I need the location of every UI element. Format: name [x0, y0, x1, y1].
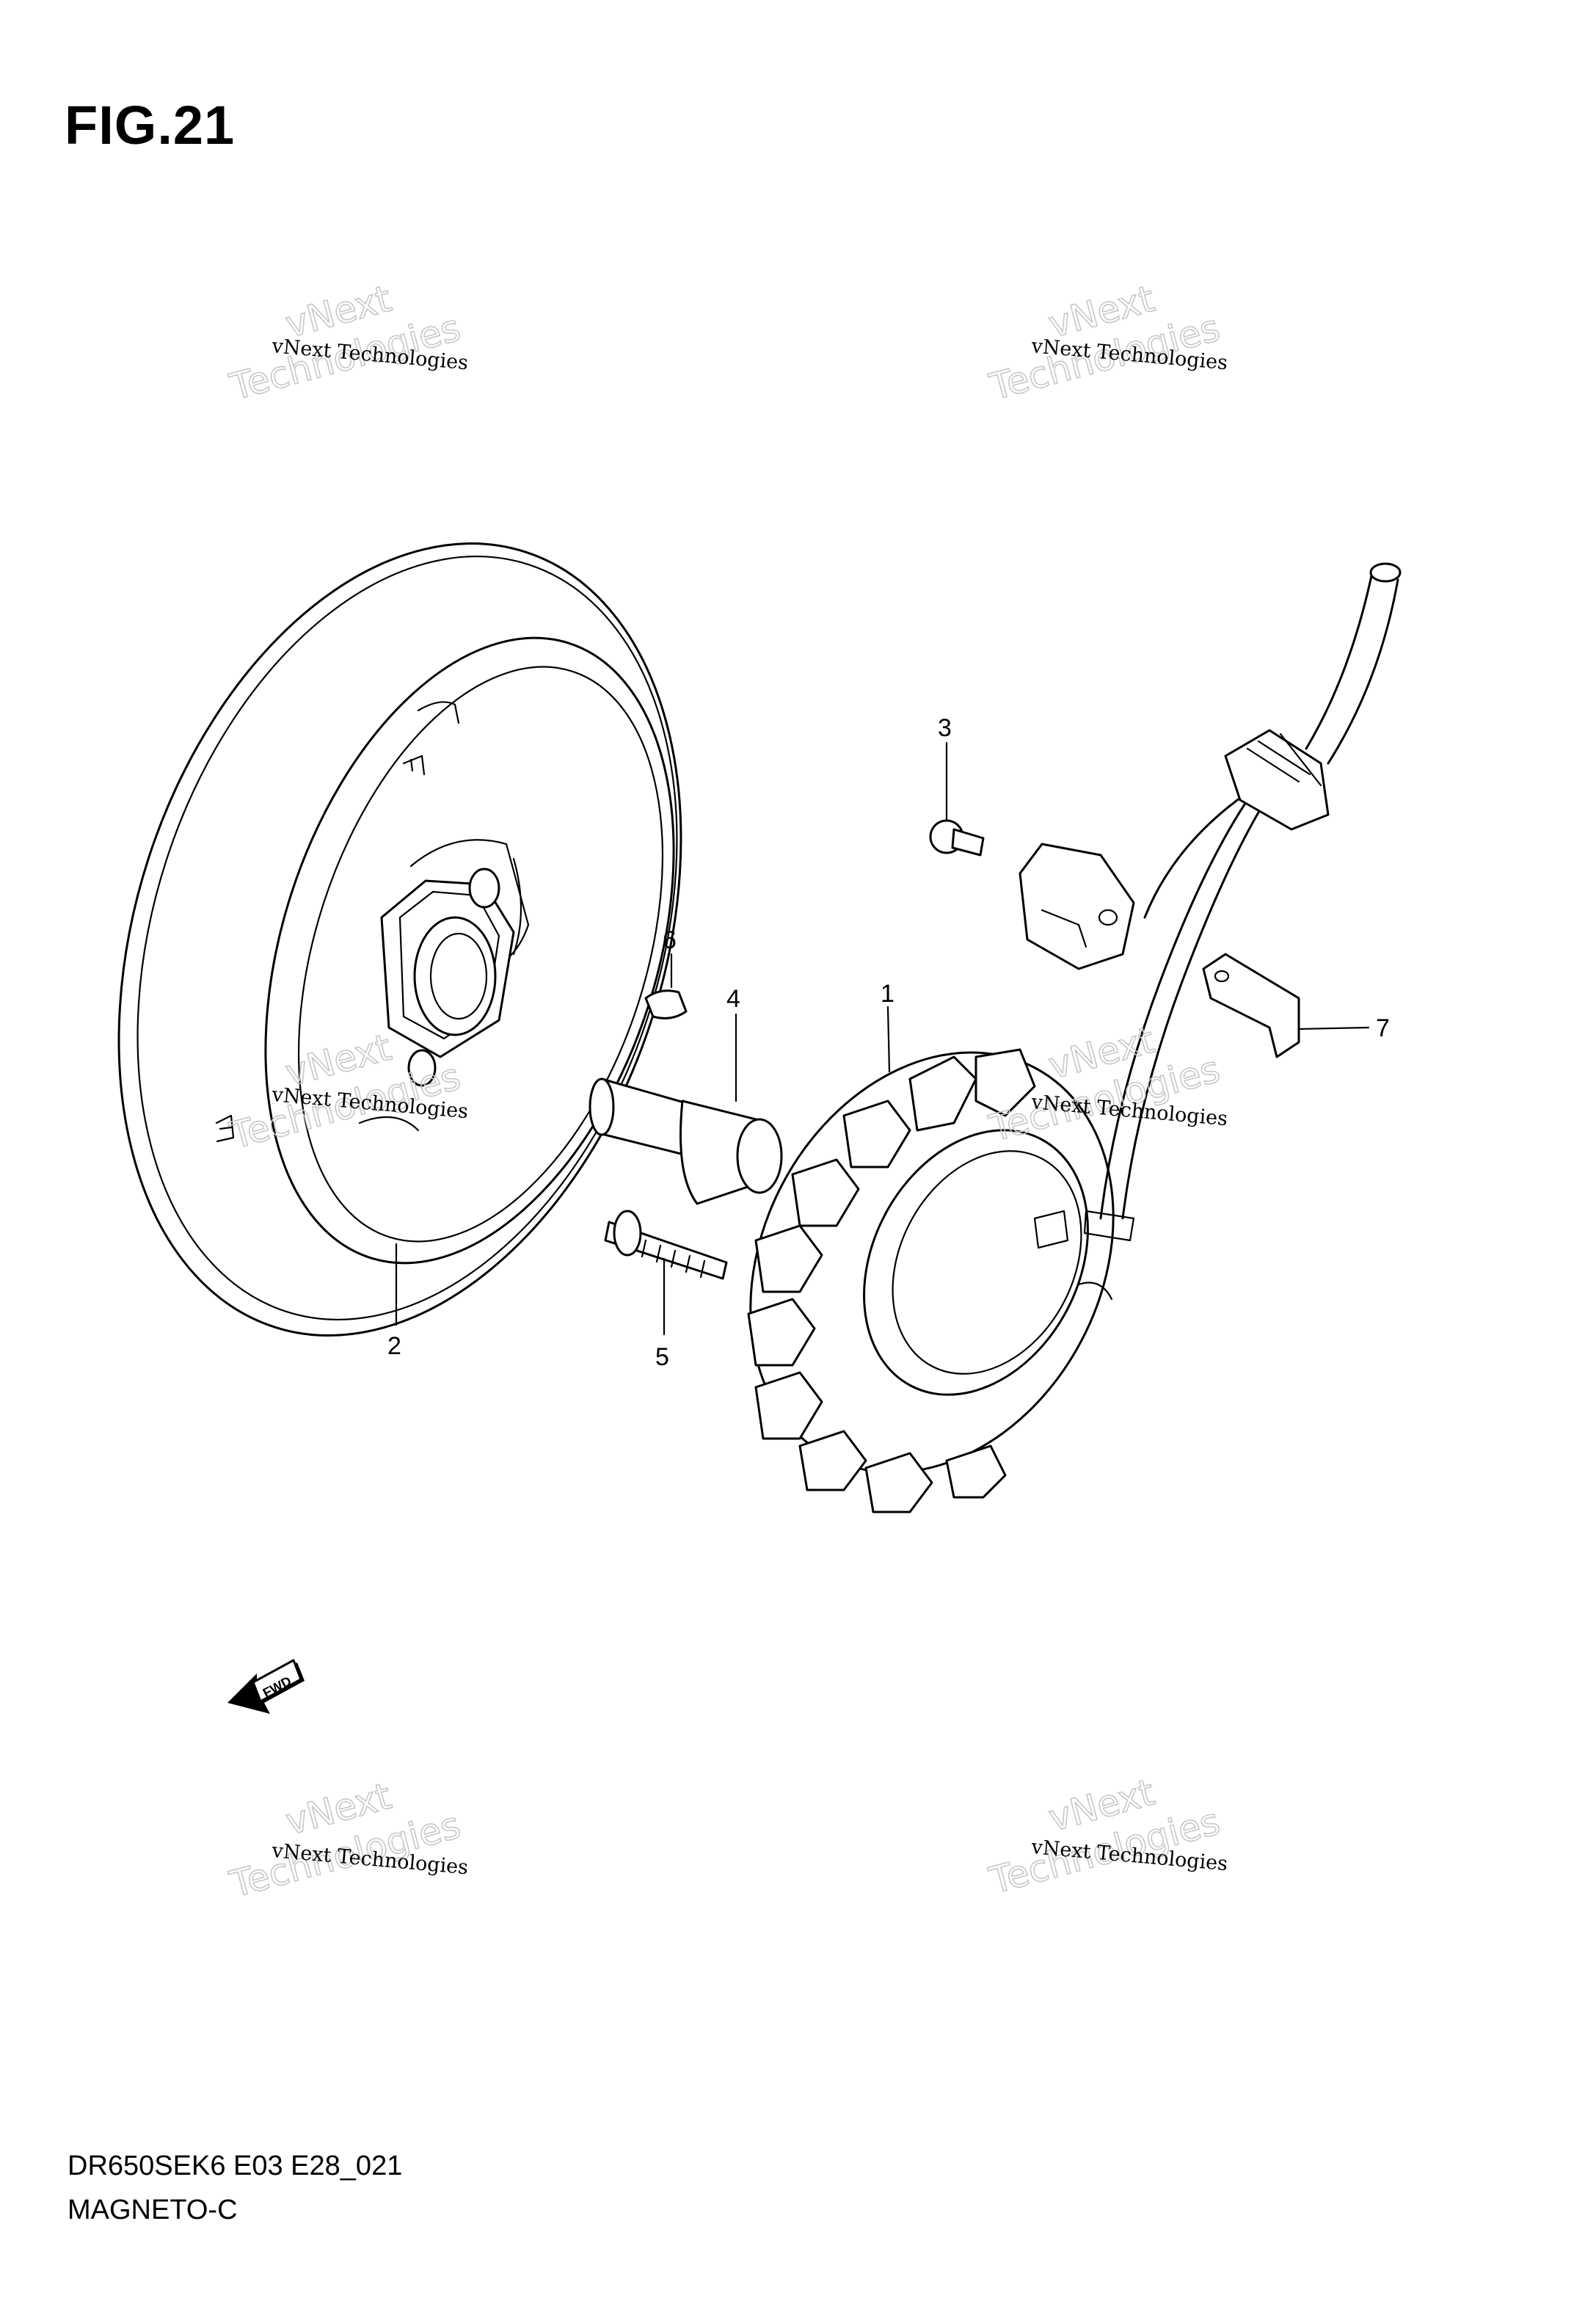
rotor-bolt	[589, 1077, 783, 1205]
watermark-top-left: vNext Technologies vNext Technologies	[225, 277, 469, 410]
callout-4: 4	[726, 985, 740, 1013]
stator-coil	[747, 1048, 1115, 1513]
watermark-bottom-right: vNext Technologies vNext Technologies	[984, 1770, 1228, 1903]
wire-clamp	[1202, 953, 1300, 1058]
figure-name: MAGNETO-C	[68, 2195, 238, 2225]
woodruff-key	[644, 989, 688, 1019]
rotor-flywheel	[117, 542, 682, 1337]
callout-7: 7	[1376, 1014, 1390, 1042]
callout-leaders	[395, 741, 1370, 1336]
callout-6: 6	[663, 926, 677, 954]
callout-3: 3	[938, 714, 952, 742]
callout-5: 5	[655, 1343, 669, 1371]
forward-arrow-icon: FWD	[227, 1659, 305, 1714]
watermark-bottom-left: vNext Technologies vNext Technologies	[225, 1774, 469, 1907]
stator-screw	[604, 1210, 728, 1280]
stator-wire-harness	[1083, 562, 1402, 1242]
figure-title: FIG.21	[65, 95, 236, 156]
figure-code: DR650SEK6 E03 E28_021	[68, 2151, 403, 2181]
callout-labels: 1 2 3 4 5 6 7	[387, 714, 1390, 1371]
pickup-coil	[929, 819, 1135, 970]
callout-1: 1	[881, 980, 894, 1008]
callout-2: 2	[387, 1332, 401, 1360]
watermark-top-right: vNext Technologies vNext Technologies	[984, 277, 1228, 410]
